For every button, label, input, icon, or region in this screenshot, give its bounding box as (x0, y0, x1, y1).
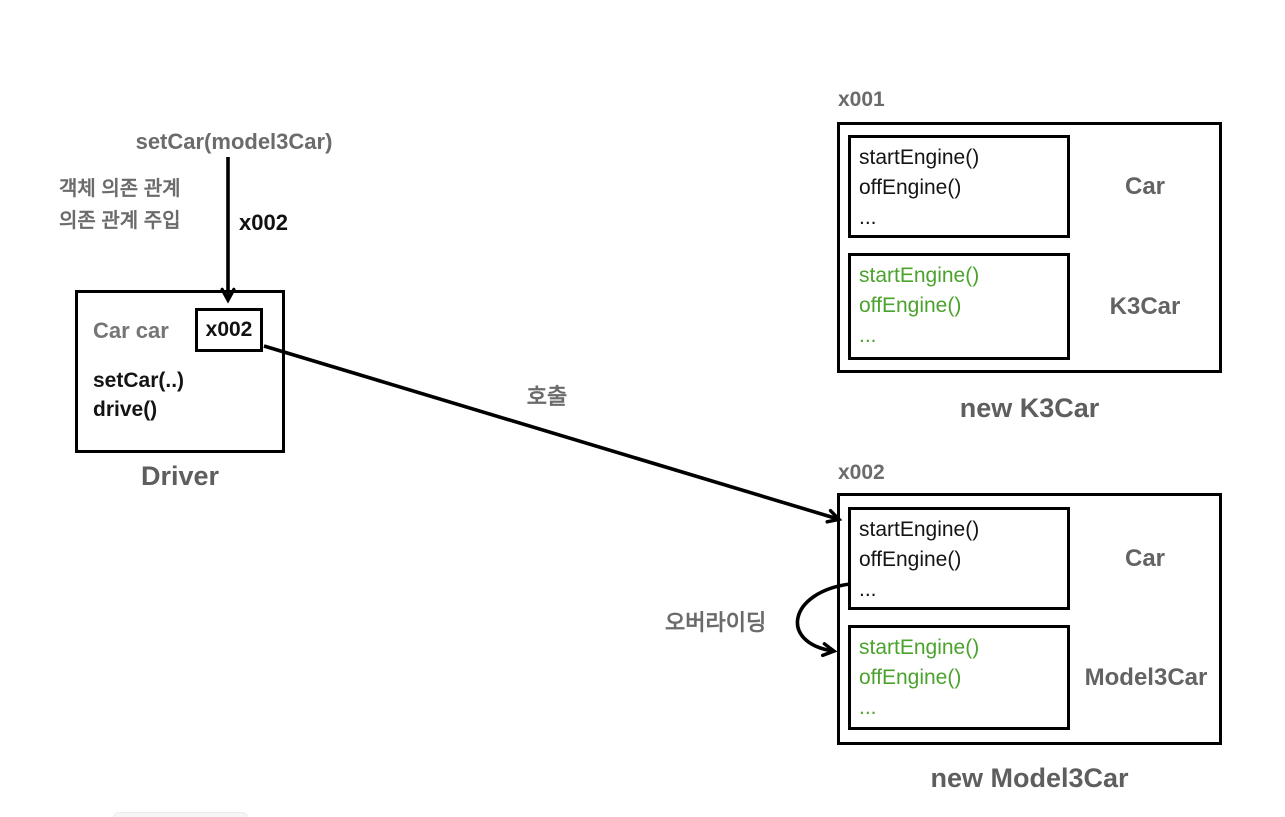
method-line: offEngine() (859, 294, 962, 317)
k3car-child-method-box: startEngine() offEngine() ... (848, 253, 1070, 360)
method-line: offEngine() (859, 666, 962, 689)
cropped-bottom-element (113, 812, 248, 817)
method-line: offEngine() (859, 548, 962, 571)
driver-ref-box: x002 (195, 308, 263, 352)
dependency-note-line2: 의존 관계 주입 (59, 210, 181, 232)
method-line: ... (859, 206, 877, 229)
method-line: startEngine() (859, 264, 980, 287)
k3car-parent-type-label: Car (1124, 172, 1166, 200)
k3car-child-type-label: K3Car (1109, 292, 1181, 320)
driver-method-drive: drive() (93, 398, 158, 421)
driver-field-label: Car car (93, 318, 169, 343)
method-line: startEngine() (859, 146, 980, 169)
method-line: offEngine() (859, 176, 962, 199)
injected-ref-label: x002 (239, 210, 288, 235)
overriding-label: 오버라이딩 (665, 610, 767, 635)
model3car-address-label: x002 (838, 461, 885, 484)
driver-methods: setCar(..) drive() (93, 366, 184, 424)
k3car-address-label: x001 (838, 88, 885, 111)
call-arrow (263, 344, 838, 519)
call-label: 호출 (526, 384, 568, 409)
model3car-child-method-box: startEngine() offEngine() ... (848, 625, 1070, 730)
method-line: ... (859, 578, 877, 601)
driver-method-setcar: setCar(..) (93, 369, 185, 392)
setcar-call-label: setCar(model3Car) (135, 129, 333, 154)
dependency-note-line1: 객체 의존 관계 (59, 178, 181, 200)
model3car-parent-type-label: Car (1124, 544, 1166, 572)
method-line: ... (859, 324, 877, 347)
method-line: startEngine() (859, 518, 980, 541)
method-line: startEngine() (859, 636, 980, 659)
k3car-caption: new K3Car (959, 393, 1100, 423)
model3car-child-type-label: Model3Car (1084, 663, 1208, 691)
driver-caption: Driver (140, 461, 220, 491)
method-line: ... (859, 696, 877, 719)
driver-ref-value: x002 (205, 318, 253, 341)
model3car-caption: new Model3Car (930, 763, 1129, 793)
k3car-parent-method-box: startEngine() offEngine() ... (848, 135, 1070, 238)
model3car-parent-method-box: startEngine() offEngine() ... (848, 507, 1070, 610)
